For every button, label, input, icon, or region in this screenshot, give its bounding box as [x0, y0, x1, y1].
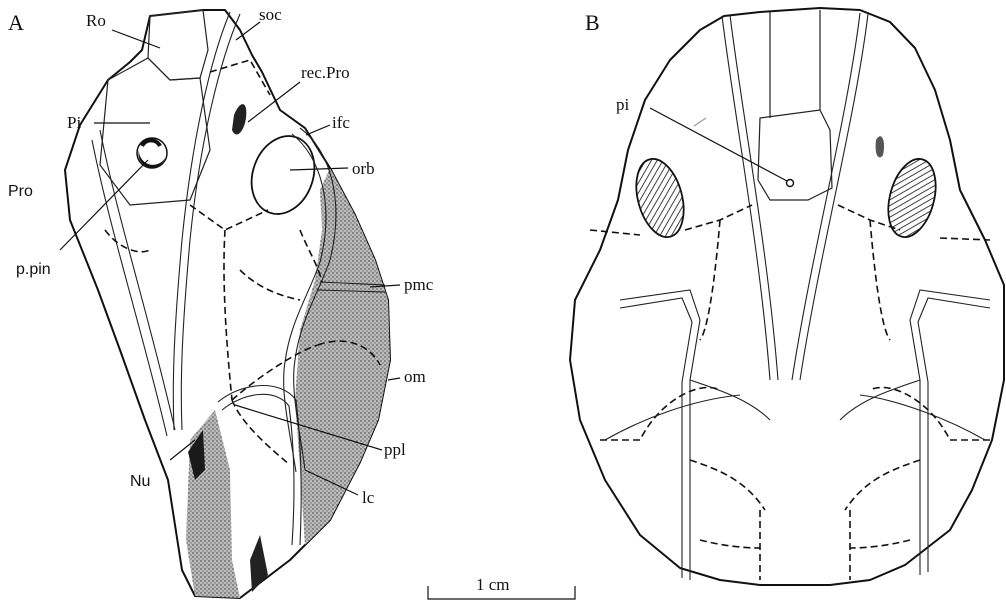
panel-b-right-lateral-canal-b	[918, 298, 990, 572]
panel-a-posterior-dark	[250, 535, 268, 592]
panel-a-left-canal-outer	[100, 130, 175, 430]
panel-b-right-jaw-canal	[860, 395, 985, 440]
label-p-pin: p.pin	[16, 261, 51, 278]
panel-b-canal-left-a	[722, 16, 770, 380]
panel-b-suture-4	[940, 238, 990, 240]
panel-b-suture-3	[590, 230, 640, 235]
label-pmc: pmc	[404, 275, 434, 294]
panel-b-rostral-plate	[770, 10, 820, 118]
label-orb: orb	[352, 159, 375, 178]
panel-b-suture-9	[690, 460, 765, 510]
panel-b-pineal-dot	[787, 180, 794, 187]
panel-b-suture-1	[685, 205, 752, 230]
panel-a-supraorbital-canal-outer	[181, 14, 240, 430]
panel-b-left-oblique-canal-a	[690, 380, 770, 420]
label-pi-b: pi	[616, 95, 630, 114]
panel-a-suture-2	[190, 205, 268, 230]
leader-ifc	[306, 125, 330, 135]
panel-b-right-orbit	[880, 154, 943, 243]
panel-a-pineal-plate	[100, 58, 210, 205]
panel-b-right-lateral-canal-a	[910, 290, 990, 575]
panel-a-letter: A	[8, 10, 24, 35]
pineal-opening-icon	[137, 138, 167, 168]
panel-b: B	[570, 8, 1004, 585]
panel-a-suture-3	[224, 230, 232, 400]
panel-b-left-lateral-canal-a	[620, 290, 700, 580]
panel-b-left-recess-mark	[694, 118, 706, 126]
panel-a-lateral-shading	[295, 168, 390, 545]
panel-a-posterior-plate-loop-inner	[222, 394, 294, 545]
scale-bar: 1 cm	[428, 575, 575, 599]
panel-b-suture-6	[870, 220, 890, 340]
label-rec-pro: rec.Pro	[301, 63, 350, 82]
panel-b-right-oblique-canal-a	[840, 380, 920, 420]
panel-b-canal-left-b	[730, 15, 778, 380]
panel-b-canal-right-b	[792, 13, 860, 380]
panel-b-suture-7	[600, 387, 720, 440]
label-lc: lc	[362, 488, 375, 507]
leader-rec-pro	[248, 82, 300, 122]
panel-b-skull-outline	[570, 8, 1004, 585]
panel-b-left-lateral-canal-b	[620, 298, 692, 578]
panel-b-suture-5	[700, 220, 720, 340]
panel-a-recess-mark	[232, 104, 246, 134]
panel-b-suture-10	[845, 460, 920, 510]
label-ppl: ppl	[384, 440, 406, 459]
panel-a-rostral-plate	[148, 10, 208, 80]
label-ro: Ro	[86, 11, 106, 30]
label-nu: Nu	[130, 473, 150, 490]
label-pi: Pi	[67, 113, 81, 132]
label-soc: soc	[259, 5, 282, 24]
panel-b-letter: B	[585, 10, 600, 35]
panel-b-suture-13	[700, 540, 760, 548]
panel-b-left-orbit	[628, 154, 691, 243]
label-pro: Pro	[8, 183, 33, 200]
scale-bar-label: 1 cm	[476, 575, 510, 594]
panel-b-right-recess-mark	[876, 136, 884, 157]
panel-b-suture-14	[850, 540, 910, 548]
label-ifc: ifc	[332, 113, 350, 132]
panel-a-suture-9	[105, 230, 150, 252]
panel-a-left-canal-inner	[92, 140, 167, 436]
panel-b-canal-right-a	[800, 14, 868, 380]
leader-om	[388, 378, 400, 380]
panel-a-suture-7	[232, 400, 290, 465]
panel-b-median-plate	[758, 110, 832, 200]
panel-a-suture-8	[240, 270, 300, 300]
leader-ro	[112, 30, 160, 48]
panel-a-posterior-shading	[186, 410, 240, 598]
panel-a: A	[8, 5, 434, 598]
label-om: om	[404, 367, 426, 386]
